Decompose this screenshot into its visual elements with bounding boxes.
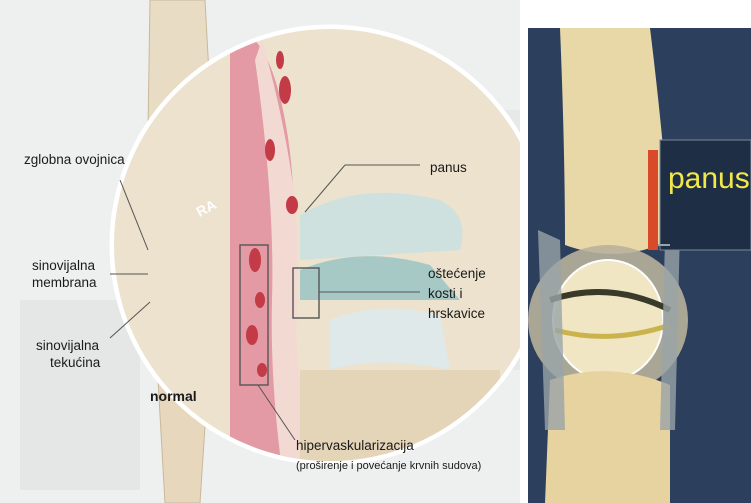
joint-capsule-label: zglobna ovojnica bbox=[24, 152, 125, 168]
synovial-fluid-label-2: tekućina bbox=[50, 355, 100, 371]
synovial-fluid-label-1: sinovijalna bbox=[36, 338, 99, 354]
synovial-membrane-label-1: sinovijalna bbox=[32, 258, 95, 274]
ra-joint-image bbox=[520, 0, 751, 503]
normal-vs-ra-illustration: zglobna ovojnica sinovijalna membrana si… bbox=[0, 0, 520, 503]
damage-label-2: kosti i bbox=[428, 286, 463, 302]
hypervascularization-label: hipervaskularizacija bbox=[296, 438, 414, 454]
synovial-membrane-label-2: membrana bbox=[32, 275, 97, 291]
normal-label: normal bbox=[150, 388, 197, 404]
pannus-label: panus bbox=[430, 160, 467, 176]
pannus-callout-label: panus bbox=[668, 162, 750, 196]
ra-joint-render: panus bbox=[520, 0, 751, 503]
knee-illustration bbox=[0, 0, 520, 503]
damage-label-1: oštećenje bbox=[428, 266, 486, 282]
hypervascularization-note: (proširenje i povećanje krvnih sudova) bbox=[296, 458, 481, 474]
damage-label-3: hrskavice bbox=[428, 306, 485, 322]
